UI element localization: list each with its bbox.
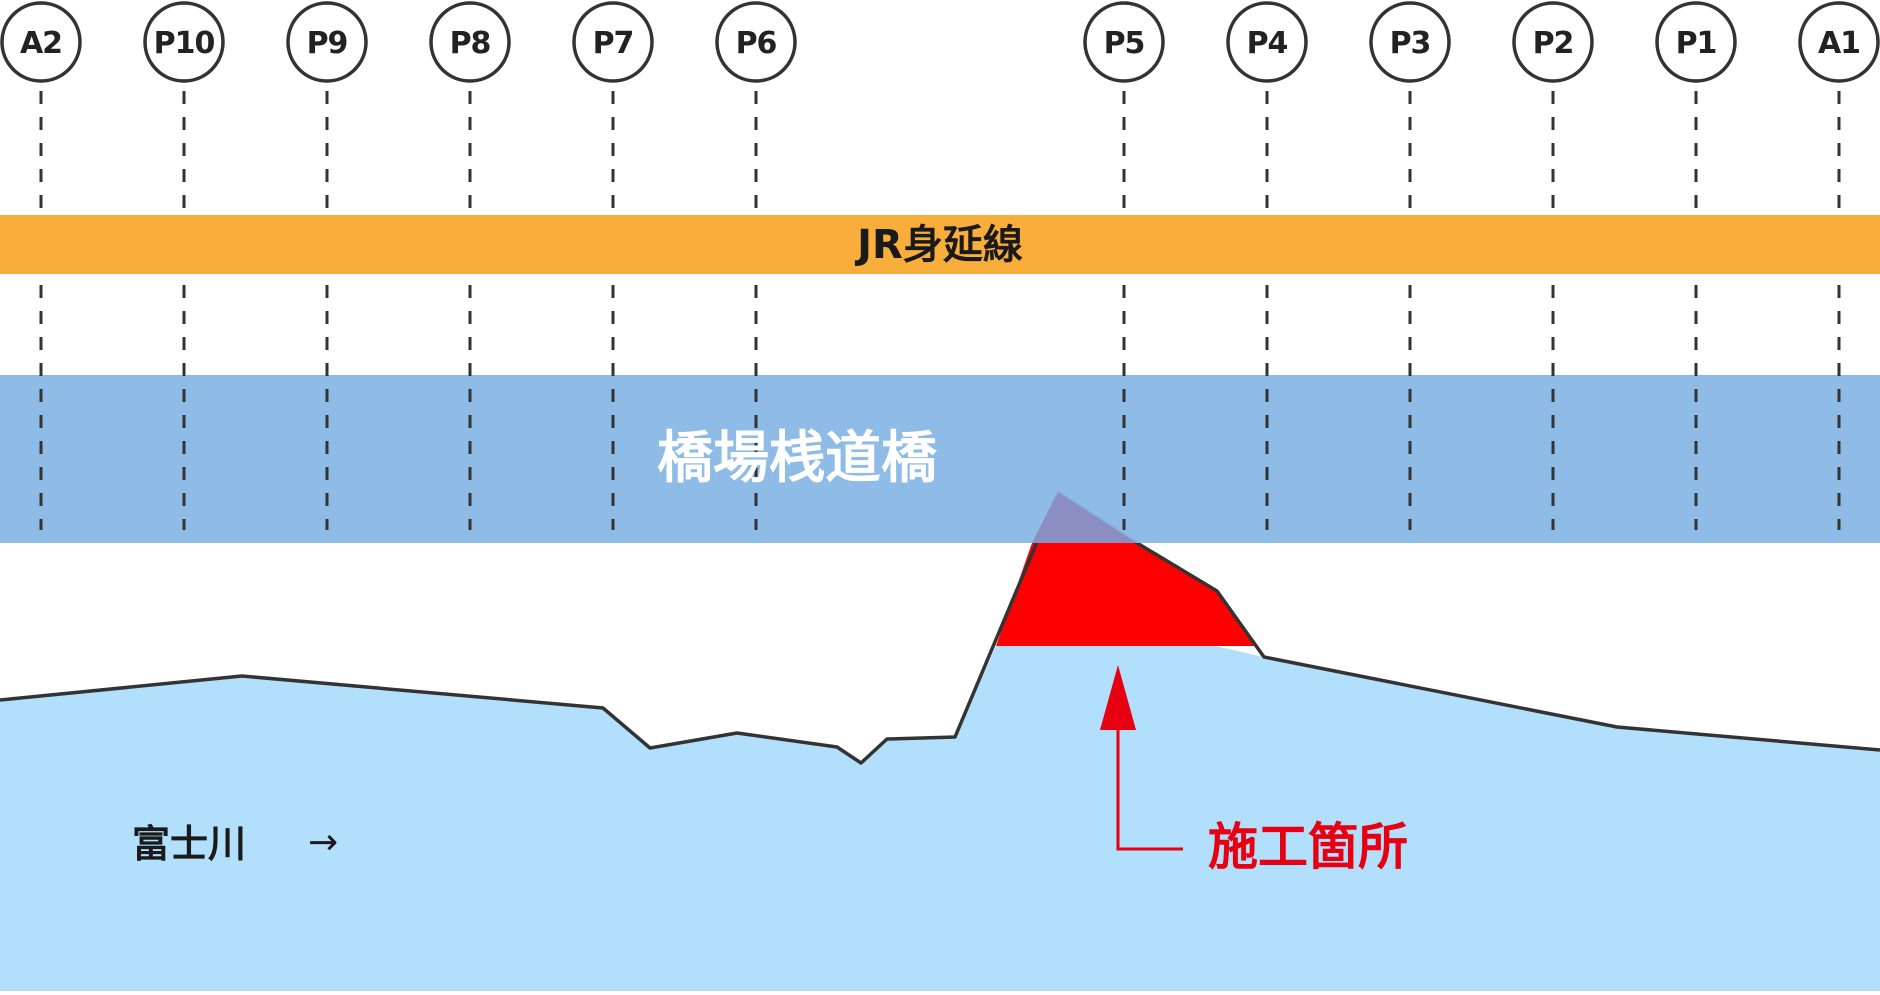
pier-circle xyxy=(143,1,225,83)
pier-marker-p8: P8 xyxy=(429,1,511,530)
pier-label: P7 xyxy=(593,26,634,61)
pier-circle xyxy=(1369,1,1451,83)
pier-marker-p1: P1 xyxy=(1655,1,1737,530)
pier-marker-p9: P9 xyxy=(286,1,368,530)
pier-marker-p10: P10 xyxy=(143,1,225,530)
work-site-label: 施工箇所 xyxy=(1208,818,1408,876)
pier-circle xyxy=(1512,1,1594,83)
work-site-area xyxy=(996,543,1255,646)
pier-circle xyxy=(1655,1,1737,83)
pier-marker-p2: P2 xyxy=(1512,1,1594,530)
pier-label: A2 xyxy=(20,26,62,61)
pier-label: P5 xyxy=(1104,26,1145,61)
bridge-band xyxy=(0,375,1880,543)
pier-marker-p6: P6 xyxy=(715,1,797,530)
pier-circle xyxy=(1083,1,1165,83)
pier-circle xyxy=(286,1,368,83)
pier-circle xyxy=(715,1,797,83)
pier-marker-p3: P3 xyxy=(1369,1,1451,530)
terrain-outline xyxy=(0,490,1880,765)
pier-circle xyxy=(1798,1,1880,83)
pier-label: P10 xyxy=(154,26,215,61)
terrain-peak-overlap xyxy=(1032,492,1137,543)
pier-marker-p4: P4 xyxy=(1226,1,1308,530)
pier-label: A1 xyxy=(1818,26,1860,61)
pier-label: P6 xyxy=(736,26,777,61)
river-label: 富士川 xyxy=(132,822,246,866)
pier-label: P1 xyxy=(1676,26,1717,61)
pier-marker-a1: A1 xyxy=(1798,1,1880,530)
pier-markers: A2 P10 P9 P8 P7 P6 P5 P4 P3 P2 P1 A1 xyxy=(0,1,1880,530)
pier-marker-a2: A2 xyxy=(0,1,82,530)
pier-label: P2 xyxy=(1533,26,1574,61)
work-site-arrow xyxy=(1100,665,1183,851)
pier-marker-p5: P5 xyxy=(1083,1,1165,530)
pier-label: P8 xyxy=(450,26,491,61)
pier-label: P3 xyxy=(1390,26,1431,61)
bridge-label: 橋場桟道橋 xyxy=(657,426,938,491)
river-flow-arrow: → xyxy=(308,822,338,863)
jr-line-band xyxy=(0,215,1880,274)
pier-label: P9 xyxy=(307,26,348,61)
pier-circle xyxy=(0,1,82,83)
pier-circle xyxy=(429,1,511,83)
pier-marker-p7: P7 xyxy=(572,1,654,530)
pier-label: P4 xyxy=(1247,26,1288,61)
river-area xyxy=(0,646,1880,991)
pier-circle xyxy=(572,1,654,83)
pier-circle xyxy=(1226,1,1308,83)
jr-line-label: JR身延線 xyxy=(854,222,1023,268)
